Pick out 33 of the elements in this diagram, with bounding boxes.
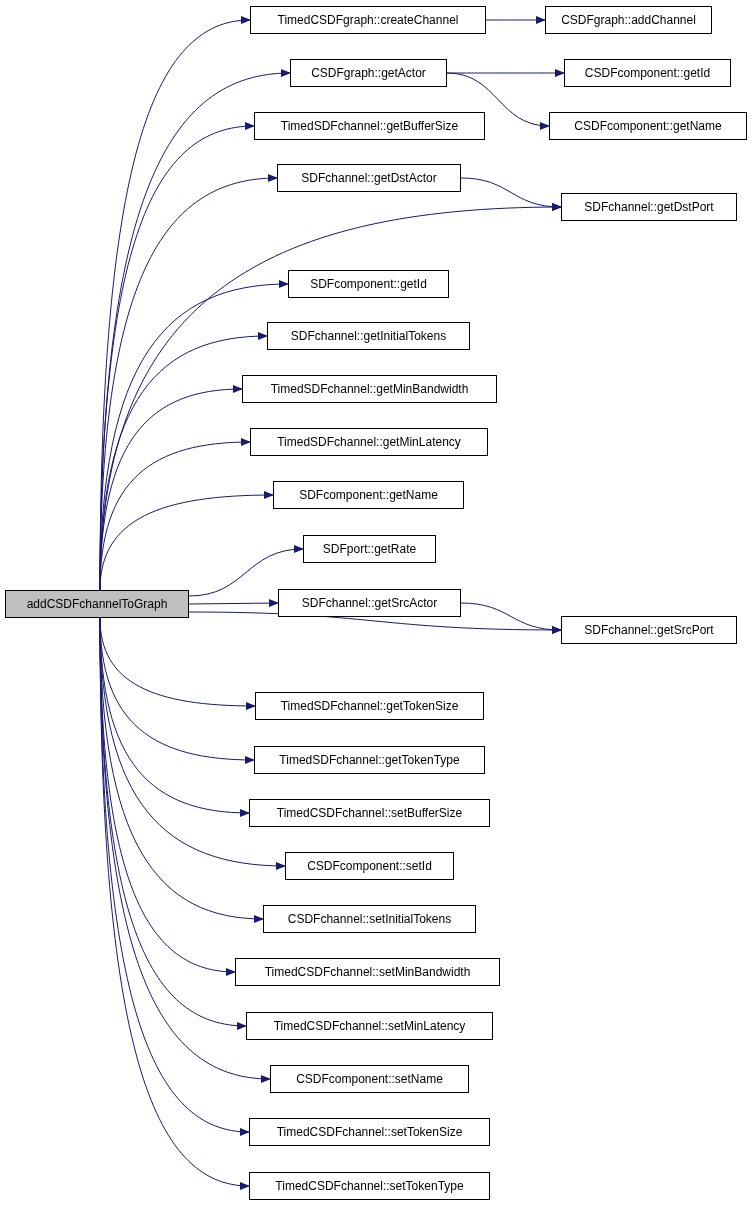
function-box: SDFchannel::getDstActor: [277, 164, 461, 192]
function-box: SDFchannel::getInitialTokens: [267, 322, 470, 350]
function-box: SDFchannel::getSrcActor: [278, 589, 461, 617]
call-arrow: [188, 545, 304, 597]
function-box: TimedCSDFchannel::setMinBandwidth: [235, 958, 500, 986]
call-arrow: [99, 491, 274, 591]
function-box: addCSDFchannelToGraph: [5, 590, 189, 618]
function-box: CSDFcomponent::getName: [549, 112, 747, 140]
function-box: CSDFgraph::addChannel: [545, 6, 712, 34]
function-box: SDFcomponent::getId: [288, 270, 449, 298]
function-box: CSDFcomponent::setName: [270, 1065, 469, 1093]
function-box: TimedSDFchannel::getTokenSize: [255, 692, 484, 720]
function-box: SDFcomponent::getName: [273, 481, 464, 509]
function-box: TimedSDFchannel::getBufferSize: [254, 112, 485, 140]
function-box: CSDFcomponent::getId: [564, 59, 731, 87]
function-box: TimedSDFchannel::getMinLatency: [250, 428, 488, 456]
function-box: TimedCSDFgraph::createChannel: [250, 6, 486, 34]
function-box: TimedCSDFchannel::setBufferSize: [249, 799, 490, 827]
function-box: TimedCSDFchannel::setMinLatency: [246, 1012, 493, 1040]
function-box: SDFport::getRate: [303, 535, 436, 563]
function-box: CSDFchannel::setInitialTokens: [263, 905, 476, 933]
call-arrow: [485, 16, 546, 24]
function-box: SDFchannel::getSrcPort: [561, 616, 737, 644]
function-box: CSDFgraph::getActor: [290, 59, 447, 87]
function-box: TimedCSDFchannel::setTokenSize: [249, 1118, 490, 1146]
call-arrow: [188, 599, 279, 608]
function-box: CSDFcomponent::setId: [285, 852, 454, 880]
function-box: TimedSDFchannel::getTokenType: [254, 746, 485, 774]
function-box: TimedCSDFchannel::setTokenType: [249, 1172, 490, 1200]
function-box: TimedSDFchannel::getMinBandwidth: [242, 375, 497, 403]
call-arrow: [446, 72, 550, 130]
function-box: SDFchannel::getDstPort: [561, 193, 737, 221]
call-arrow: [99, 385, 243, 591]
